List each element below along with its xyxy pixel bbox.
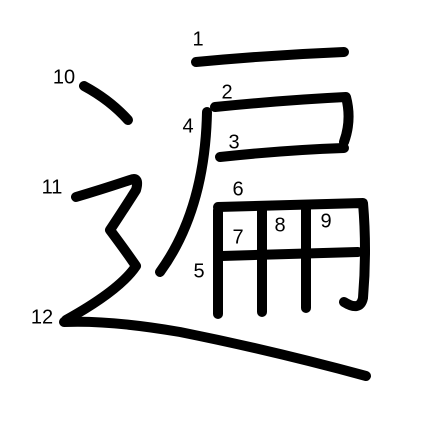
stroke-label-1: 1 — [192, 28, 203, 50]
stroke-label-4: 4 — [182, 115, 193, 137]
stroke-6 — [213, 198, 370, 312]
stroke-label-2: 2 — [221, 81, 232, 103]
stroke-11 — [61, 174, 143, 325]
stroke-number-labels: 1 2 3 4 5 6 7 8 9 10 11 12 — [31, 28, 332, 328]
stroke-label-6: 6 — [232, 178, 243, 200]
stroke-7 — [217, 247, 363, 261]
stroke-label-7: 7 — [232, 226, 243, 248]
stroke-3 — [215, 143, 349, 162]
stroke-4 — [155, 107, 212, 277]
stroke-12 — [59, 316, 371, 381]
stroke-2 — [210, 92, 354, 147]
stroke-label-11: 11 — [42, 176, 63, 198]
strokes-group — [59, 47, 371, 381]
stroke-label-5: 5 — [193, 260, 204, 282]
stroke-label-8: 8 — [274, 214, 285, 236]
stroke-label-10: 10 — [53, 66, 75, 88]
stroke-label-3: 3 — [228, 131, 239, 153]
stroke-label-12: 12 — [31, 306, 53, 328]
stroke-label-9: 9 — [320, 210, 331, 232]
stroke-1 — [191, 47, 349, 67]
stroke-10 — [79, 81, 133, 125]
